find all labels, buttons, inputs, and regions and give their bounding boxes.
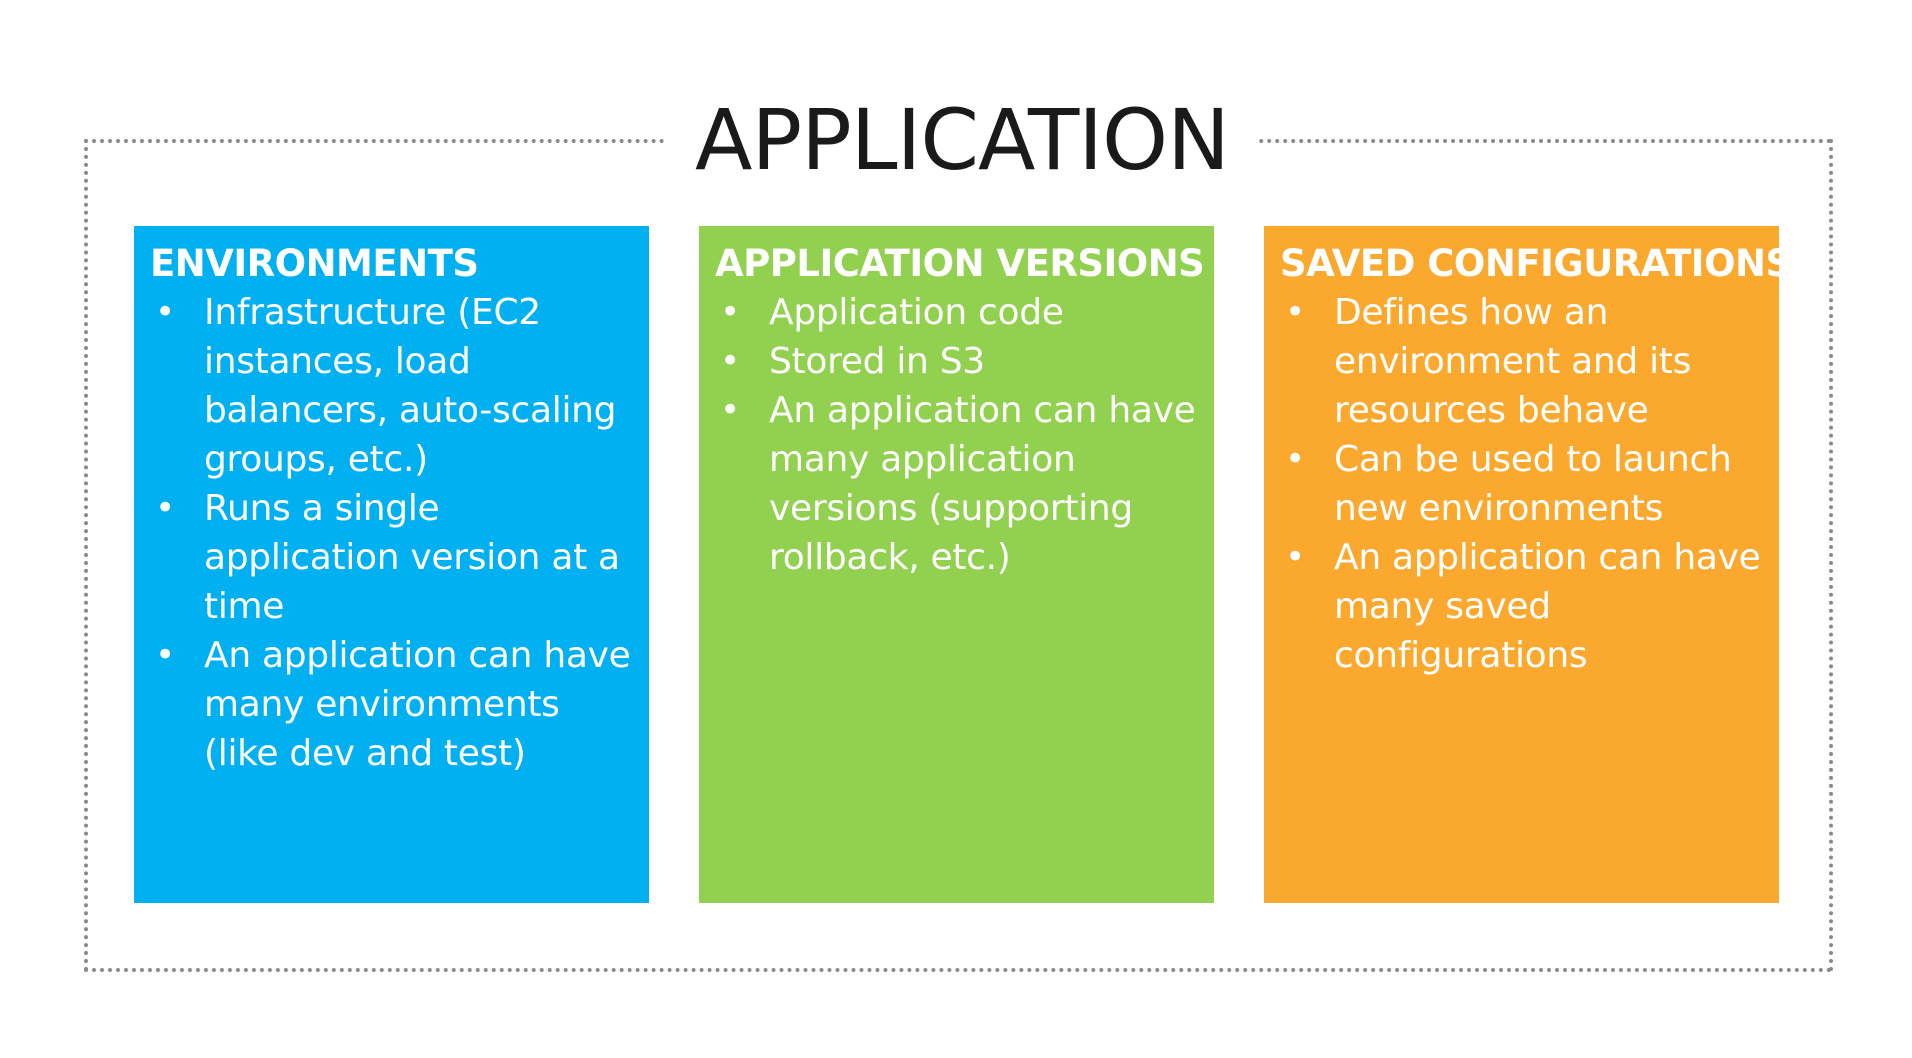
bullet-dot-icon: •	[720, 292, 740, 332]
bullet-text: Infrastructure (EC2 instances, load bala…	[204, 292, 617, 480]
bullet-item: • Infrastructure (EC2 instances, load bal…	[150, 288, 633, 484]
bullet-item: • Can be used to launch new environments	[1280, 435, 1763, 533]
bullet-text: An application can have many environment…	[204, 635, 631, 774]
bullet-dot-icon: •	[155, 488, 175, 528]
bullet-text: Application code	[769, 292, 1064, 333]
saved-configurations-box: SAVED CONFIGURATIONS • Defines how an env…	[1264, 226, 1792, 903]
bullet-item: • Defines how an environment and its reso…	[1280, 288, 1763, 435]
bullet-item: • Runs a single application version at a …	[150, 484, 633, 631]
environments-bullet-list: • Infrastructure (EC2 instances, load bal…	[150, 288, 633, 778]
saved-configurations-title: SAVED CONFIGURATIONS	[1280, 242, 1792, 285]
application-versions-bullet-list: • Application code • Stored in S3 • An appl…	[715, 288, 1198, 582]
bullet-item: • Stored in S3	[715, 337, 1198, 386]
application-versions-box: APPLICATION VERSIONS • Application code •…	[699, 226, 1214, 903]
bullet-dot-icon: •	[155, 635, 175, 675]
bullet-item: • Application code	[715, 288, 1198, 337]
bullet-dot-icon: •	[720, 341, 740, 381]
bullet-dot-icon: •	[720, 390, 740, 430]
bullet-dot-icon: •	[1285, 537, 1305, 577]
bullet-text: An application can have many application…	[769, 390, 1196, 578]
environments-title: ENVIRONMENTS	[150, 242, 479, 285]
bullet-dot-icon: •	[1285, 292, 1305, 332]
bullet-text: Stored in S3	[769, 341, 985, 382]
bullet-item: • An application can have many applicatio…	[715, 386, 1198, 582]
bullet-dot-icon: •	[155, 292, 175, 332]
bullet-text: Runs a single application version at a t…	[204, 488, 620, 627]
bullet-item: • An application can have many environmen…	[150, 631, 633, 778]
application-versions-title: APPLICATION VERSIONS	[715, 242, 1205, 285]
bullet-text: Can be used to launch new environments	[1334, 439, 1732, 529]
bullet-text: An application can have many saved confi…	[1334, 537, 1761, 676]
saved-configurations-bullet-list: • Defines how an environment and its reso…	[1280, 288, 1763, 680]
bullet-text: Defines how an environment and its resou…	[1334, 292, 1692, 431]
environments-box: ENVIRONMENTS • Infrastructure (EC2 instan…	[134, 226, 649, 903]
bullet-item: • An application can have many saved conf…	[1280, 533, 1763, 680]
bullet-dot-icon: •	[1285, 439, 1305, 479]
